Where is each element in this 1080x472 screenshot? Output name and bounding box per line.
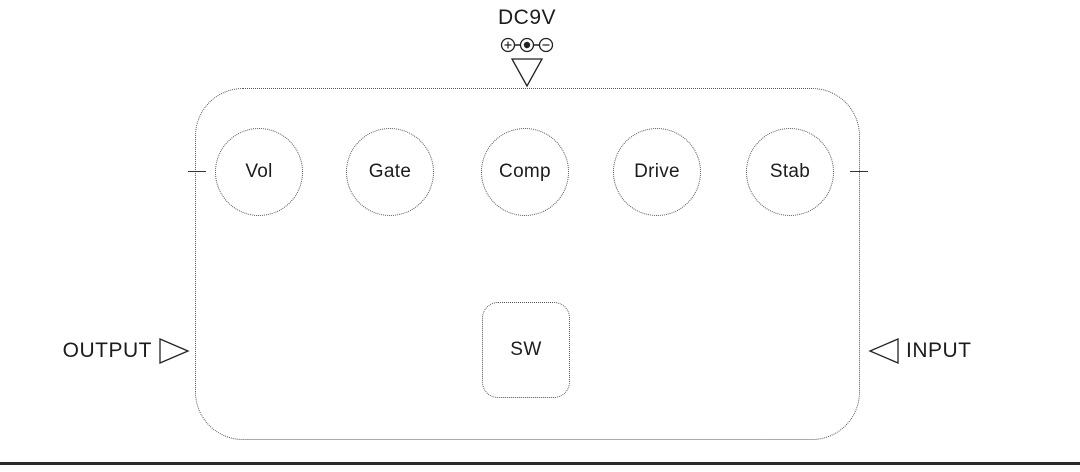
- knob-gate: Gate: [346, 128, 434, 216]
- input-label: INPUT: [906, 339, 972, 362]
- knob-vol-label: Vol: [245, 161, 273, 182]
- knob-comp: Comp: [481, 128, 569, 216]
- bottom-border-line: [0, 462, 1080, 465]
- power-plug-arrow-icon: [510, 58, 544, 88]
- knob-drive: Drive: [613, 128, 701, 216]
- right-edge-tick: [850, 171, 868, 172]
- left-edge-tick: [188, 171, 206, 172]
- power-polarity-icon: [500, 37, 554, 53]
- footswitch: SW: [482, 302, 570, 398]
- knob-vol: Vol: [215, 128, 303, 216]
- knob-comp-label: Comp: [499, 161, 551, 182]
- output-label: OUTPUT: [62, 339, 152, 362]
- dc-power-label: DC9V: [497, 6, 557, 29]
- output-jack-arrow-icon: [159, 338, 190, 364]
- knob-stab-label: Stab: [769, 161, 811, 182]
- input-jack-arrow-icon: [868, 338, 899, 364]
- knob-stab: Stab: [746, 128, 834, 216]
- knob-drive-label: Drive: [634, 161, 680, 182]
- footswitch-label: SW: [510, 339, 542, 360]
- knob-gate-label: Gate: [368, 161, 412, 182]
